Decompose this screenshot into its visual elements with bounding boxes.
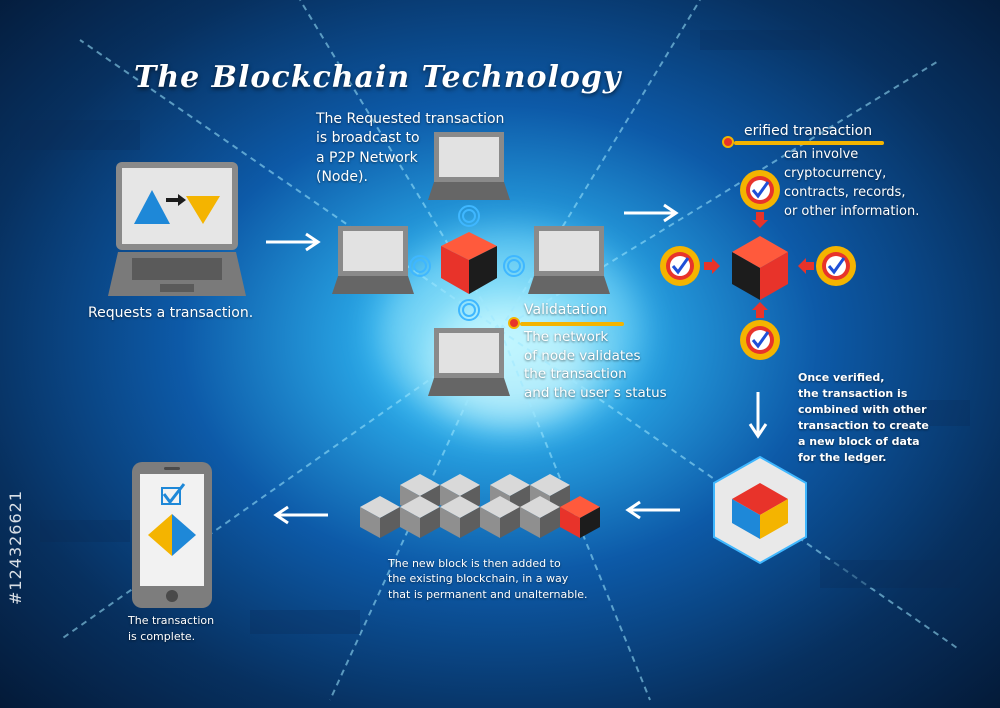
checkmark-badge-icon-bottom <box>740 320 780 360</box>
laptop-icon <box>108 162 246 296</box>
step4-caption: can involve cryptocurrency, contracts, r… <box>784 147 920 219</box>
blockchain-cubes-diagram <box>360 474 600 538</box>
chain-block-cube <box>440 496 480 538</box>
step7-caption: The transaction is complete. <box>128 614 215 643</box>
checkmark-badge-icon-right <box>816 246 856 286</box>
chain-block-cube <box>400 496 440 538</box>
heading-underline <box>734 141 884 145</box>
step6-caption: The new block is then added to the exist… <box>388 557 588 601</box>
heading-underline <box>520 322 624 326</box>
node-laptop-left <box>332 226 414 294</box>
signal-rings <box>409 205 525 321</box>
p2p-network-diagram <box>332 132 610 396</box>
step1-caption: Requests a transaction. <box>88 305 254 321</box>
checkmark-badge-icon-left <box>660 246 700 286</box>
step3-heading: Validatation <box>524 302 608 318</box>
arrow-right-icon <box>624 203 679 223</box>
page-title: The Blockchain Technology <box>134 60 622 95</box>
chain-block-cube <box>360 496 400 538</box>
step3-caption: The network of node validates the transa… <box>524 329 667 401</box>
checkmark-badge-icon-top <box>740 170 780 210</box>
stock-id-watermark: #124326621 <box>6 489 25 605</box>
chain-block-cube <box>480 496 520 538</box>
step4-heading: erified transaction <box>744 123 873 139</box>
new-block-hexagon-icon <box>713 455 807 565</box>
arrow-down-icon <box>748 392 768 439</box>
verification-diagram <box>660 170 856 360</box>
block-cube-icon <box>441 232 497 294</box>
arrow-left-icon <box>625 500 680 520</box>
node-laptop-right <box>528 226 610 294</box>
step2-caption: The Requested transaction is broadcast t… <box>316 111 505 185</box>
step5-caption: Once verified, the transaction is combin… <box>798 371 929 464</box>
arrow-left-icon <box>273 505 328 525</box>
smartphone-icon <box>132 462 212 608</box>
bullet-dot-icon <box>722 136 734 148</box>
chain-block-cube <box>520 496 560 538</box>
block-cube-icon <box>732 236 788 300</box>
node-laptop-bottom <box>428 328 510 396</box>
bullet-dot-icon <box>508 317 520 329</box>
arrow-right-icon <box>266 232 321 252</box>
new-block-cube <box>560 496 600 538</box>
node-laptop-top <box>428 132 510 200</box>
